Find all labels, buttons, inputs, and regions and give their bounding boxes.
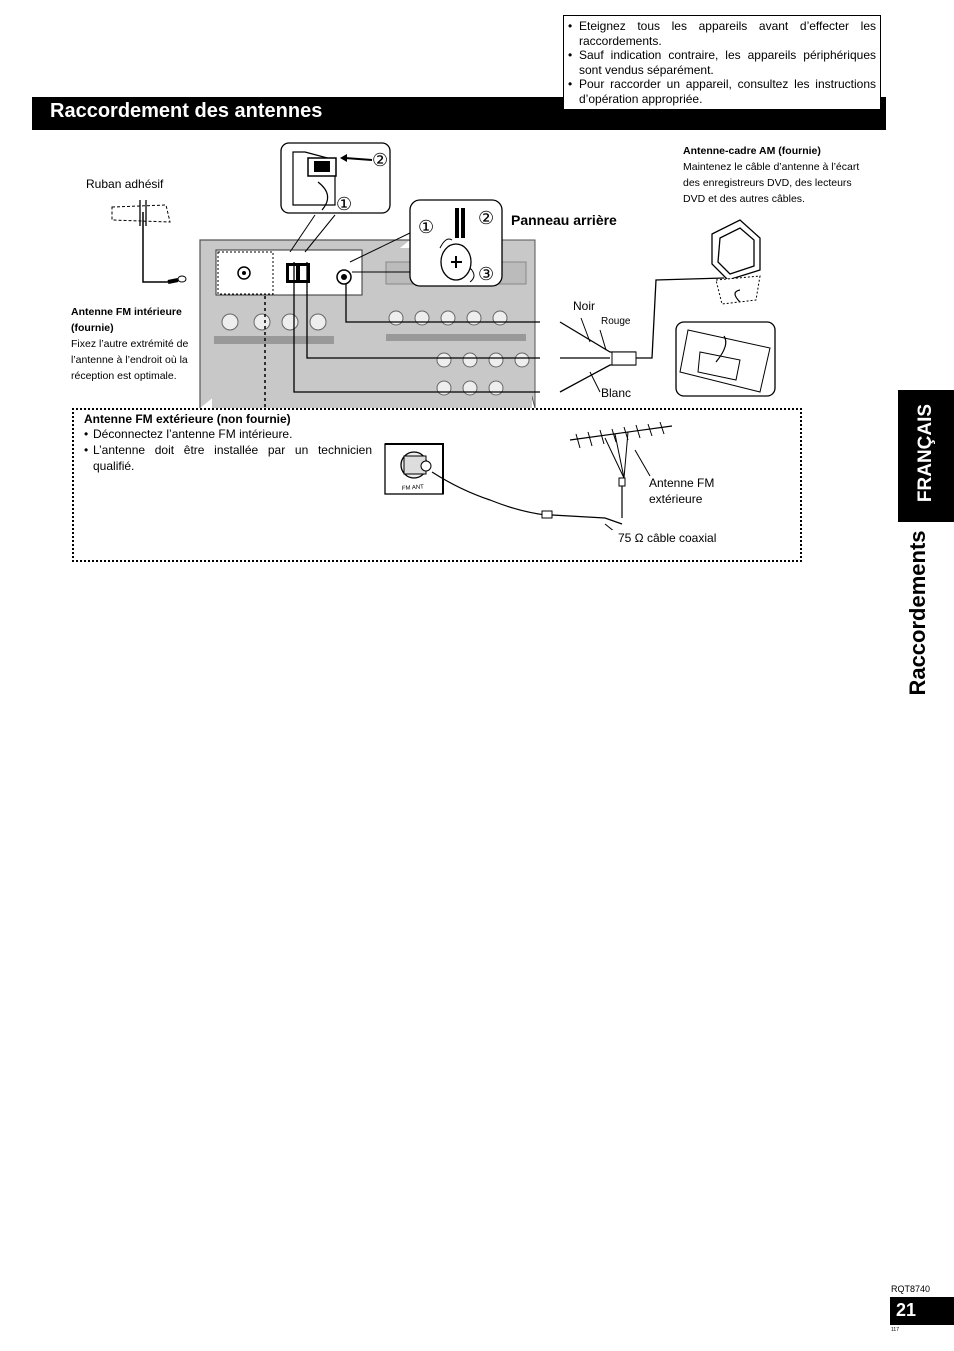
- fm-outdoor-antenna-label: Antenne FM extérieure: [649, 476, 715, 506]
- language-tab: [898, 390, 954, 522]
- fm-jack-label: FM ANT: [402, 484, 425, 492]
- section-tab-label: Raccordements: [905, 530, 930, 696]
- model-number: RQT8740: [891, 1284, 931, 1294]
- coax-cable-label: 75 Ω câble coaxial: [618, 531, 717, 545]
- page-small-number: 117: [891, 1327, 899, 1333]
- svg-text:①: ①: [336, 194, 352, 214]
- note-item: Sauf indication contraire, les appareils…: [568, 48, 876, 77]
- rear-panel-label: Panneau arrière: [511, 212, 617, 228]
- wire-red-label: Rouge: [601, 316, 631, 327]
- am-loop-desc: Maintenez le câble d’antenne à l’écart d…: [683, 161, 860, 205]
- am-loop-caption: Antenne-cadre AM (fournie) Maintenez le …: [683, 143, 863, 207]
- notes-box: Eteignez tous les appareils avant d’effe…: [563, 15, 881, 110]
- svg-text:②: ②: [478, 208, 494, 228]
- note-item: Pour raccorder un appareil, consultez le…: [568, 77, 876, 106]
- am-loop-title: Antenne-cadre AM (fournie): [683, 145, 821, 157]
- wire-black-label: Noir: [573, 299, 596, 313]
- wire-white-label: Blanc: [601, 386, 632, 400]
- note-item: Eteignez tous les appareils avant d’effe…: [568, 19, 876, 48]
- page-number: 21: [896, 1300, 917, 1320]
- section-title: Raccordement des antennes: [50, 100, 323, 122]
- fm-outdoor-item: Déconnectez l’antenne FM intérieure.: [84, 426, 372, 442]
- language-tab-label: FRANÇAIS: [915, 403, 936, 503]
- fm-indoor-caption: Antenne FM intérieure (fournie) Fixez l’…: [71, 304, 191, 384]
- svg-text:①: ①: [418, 217, 434, 237]
- fm-indoor-title: Antenne FM intérieure (fournie): [71, 306, 182, 334]
- svg-text:②: ②: [372, 150, 388, 170]
- tape-label: Ruban adhésif: [86, 177, 164, 191]
- fm-indoor-desc: Fixez l’autre extrémité de l’antenne à l…: [71, 338, 189, 382]
- fm-outdoor-illustration: FM ANT: [384, 421, 673, 530]
- page-number-box: [890, 1297, 954, 1325]
- fm-outdoor-item: L’antenne doit être installée par un tec…: [84, 442, 372, 474]
- fm-outdoor-box: [72, 408, 802, 562]
- svg-text:③: ③: [478, 264, 494, 284]
- fm-outdoor-title: Antenne FM extérieure (non fournie): [84, 412, 291, 426]
- fm-outdoor-text: Antenne FM extérieure (non fournie) Déco…: [84, 412, 372, 474]
